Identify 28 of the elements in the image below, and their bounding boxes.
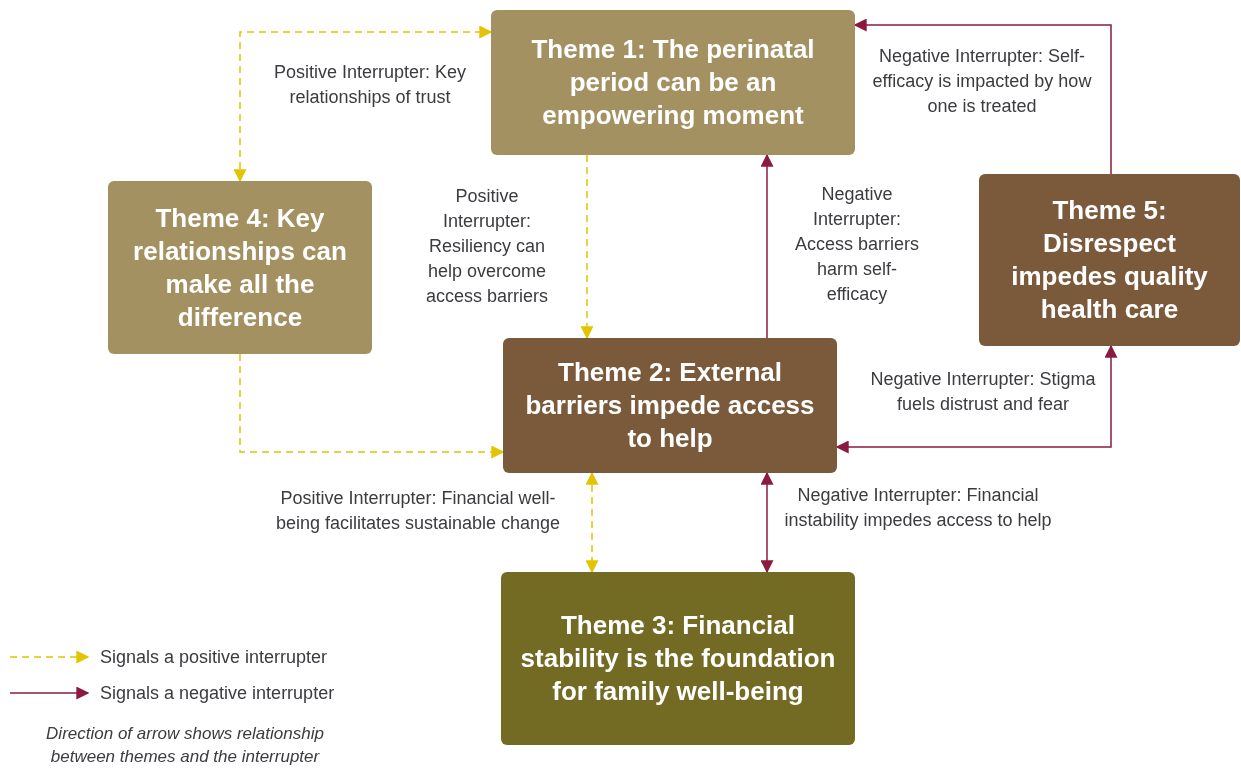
arrow (760, 471, 774, 574)
note: Direction of arrow shows relationship between themes and the interrupter (45, 723, 325, 768)
arrow (760, 153, 774, 339)
theme-title: Theme 1: The perinatal period can be an empowering moment (530, 33, 816, 132)
arrow (853, 18, 1112, 175)
arrow (585, 471, 599, 574)
edge-label: Negative Interrupter: Stigma fuels distrust and fear (869, 368, 1097, 416)
arrow (239, 353, 505, 459)
theme-box (501, 572, 855, 745)
arrow (835, 344, 1118, 454)
edge-label: Negative Interrupter: Self-efficacy is impacted by how one is treated (871, 45, 1093, 118)
theme-box (979, 174, 1240, 346)
edge-label: Positive Interrupter: Financial well-being facilitates sustainable change (274, 487, 562, 535)
theme-box (503, 338, 837, 473)
theme-box (108, 181, 372, 354)
theme-title: Theme 2: External barriers impede access to help (524, 356, 816, 455)
edge-label: Negative Interrupter: Financial instability impedes access to help (783, 484, 1053, 532)
arrow (233, 25, 493, 183)
edge-label: Positive Interrupter: Key relationships of trust (272, 61, 468, 109)
theme-title: Theme 4: Key relationships can make all the difference (132, 201, 348, 334)
legend-text: Signals a positive interrupter (100, 646, 328, 668)
theme-title: Theme 5: Disrespect impedes quality health care (1010, 194, 1209, 326)
edge-label: Negative Interrupter: Access barriers harm self-efficacy (794, 183, 920, 306)
legend-text: Signals a negative interrupter (100, 682, 335, 704)
edge-label: Positive Interrupter: Resiliency can help overcome access barriers (424, 185, 549, 308)
theme-title: Theme 3: Financial stability is the foundation for family well-being (519, 609, 837, 708)
arrow (580, 154, 594, 340)
theme-box (491, 10, 855, 155)
